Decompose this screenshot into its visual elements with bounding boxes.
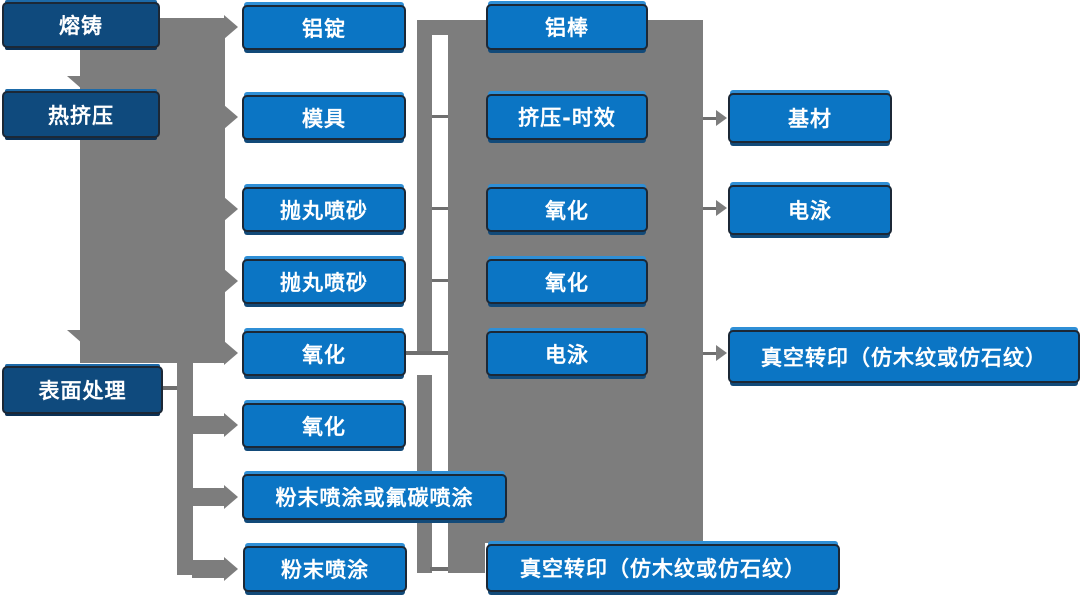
- surface-branch-stub-line: [163, 386, 177, 390]
- node-oxidation-3: 氧化: [486, 187, 648, 232]
- node-shot-blasting-2: 抛丸喷砂: [242, 259, 406, 304]
- arrow-down-icon: [67, 76, 99, 90]
- arrow-down-icon: [67, 330, 99, 344]
- arrow-right-icon: [224, 485, 238, 509]
- arrow-right-icon: [716, 110, 727, 126]
- flow-line: [703, 352, 718, 355]
- node-aluminum-rod: 铝棒: [486, 4, 648, 50]
- node-oxidation-2: 氧化: [242, 403, 406, 448]
- flow-line: [703, 207, 718, 210]
- branch-arm: [192, 560, 224, 578]
- flow-line: [430, 567, 448, 571]
- node-vacuum-transfer-print-right: 真空转印（仿木纹或仿石纹）: [728, 330, 1080, 383]
- right-connector-block-extension: [448, 543, 485, 573]
- node-powder-coating: 粉末喷涂: [243, 546, 407, 592]
- branch-arm: [192, 416, 224, 434]
- node-electrophoresis-2: 电泳: [728, 185, 892, 235]
- mid-band-upper: [417, 20, 432, 354]
- flow-line: [432, 115, 448, 118]
- node-powder-or-fluorocarbon-coating: 粉末喷涂或氟碳喷涂: [242, 474, 507, 520]
- branch-arm: [192, 488, 224, 506]
- node-oxidation-4: 氧化: [486, 259, 648, 304]
- node-oxidation-1: 氧化: [242, 331, 406, 376]
- node-extrusion-aging: 挤压-时效: [486, 94, 648, 140]
- flow-line: [432, 279, 448, 282]
- arrow-right-icon: [224, 15, 238, 39]
- arrow-right-icon: [716, 200, 727, 216]
- node-base-material: 基材: [728, 93, 892, 143]
- flow-line: [432, 207, 448, 210]
- arrow-right-icon: [224, 557, 238, 581]
- arrow-right-icon: [224, 269, 238, 293]
- node-melting-casting: 熔铸: [2, 2, 160, 48]
- surface-branch-trunk: [177, 345, 193, 575]
- node-electrophoresis-1: 电泳: [486, 331, 648, 376]
- arrow-right-icon: [224, 105, 238, 129]
- arrow-right-icon: [224, 197, 238, 221]
- arrow-right-icon: [716, 345, 727, 361]
- node-surface-treatment: 表面处理: [2, 366, 163, 414]
- arrow-right-icon: [224, 413, 238, 437]
- arrow-right-icon: [224, 341, 238, 365]
- node-shot-blasting-1: 抛丸喷砂: [242, 187, 406, 232]
- left-connector-block: [80, 18, 225, 363]
- node-vacuum-transfer-print-bottom: 真空转印（仿木纹或仿石纹）: [486, 544, 840, 592]
- node-aluminum-ingot: 铝锭: [242, 5, 406, 50]
- node-mold: 模具: [242, 95, 406, 140]
- node-hot-extrusion: 热挤压: [2, 91, 160, 138]
- flow-line: [405, 351, 448, 355]
- mid-band-top-link: [432, 20, 448, 35]
- flow-line: [703, 117, 718, 120]
